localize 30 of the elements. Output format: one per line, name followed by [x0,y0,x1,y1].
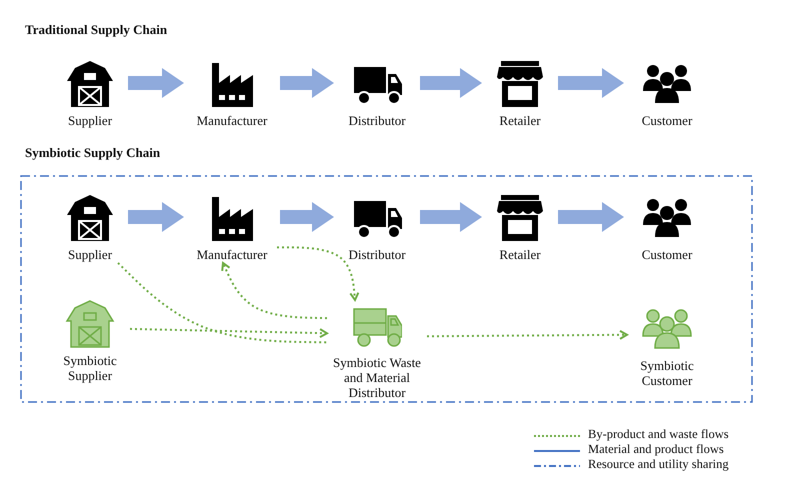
legend-label: Resource and utility sharing [588,457,729,472]
block-arrow [420,202,482,232]
legend-label: By-product and waste flows [588,427,729,442]
block-arrow [558,68,624,98]
node-label: Supplier [68,114,112,129]
node-label: Symbiotic Customer [639,359,695,389]
node-label: Symbiotic Supplier [62,354,118,384]
block-arrow [128,202,184,232]
block-arrow [558,202,624,232]
node-label: Customer [642,114,692,129]
flow-arrow [221,262,328,320]
legend-label: Material and product flows [588,442,724,457]
node-label: Supplier [68,248,112,263]
node-label: Retailer [499,114,541,129]
node-label: Symbiotic Waste and Material Distributor [332,356,422,401]
node-label: Manufacturer [196,114,268,129]
flow-arrow [427,330,628,340]
block-arrow [128,68,184,98]
section-heading: Traditional Supply Chain [25,22,168,38]
block-arrow [420,68,482,98]
block-arrow [280,202,334,232]
flow-arrow [130,328,328,338]
section-heading: Symbiotic Supply Chain [25,145,160,161]
block-arrow [280,68,334,98]
node-label: Retailer [499,248,541,263]
node-label: Distributor [348,114,406,129]
flow-arrow [277,246,360,301]
node-label: Customer [642,248,692,263]
node-label: Manufacturer [196,248,268,263]
node-label: Distributor [348,248,406,263]
